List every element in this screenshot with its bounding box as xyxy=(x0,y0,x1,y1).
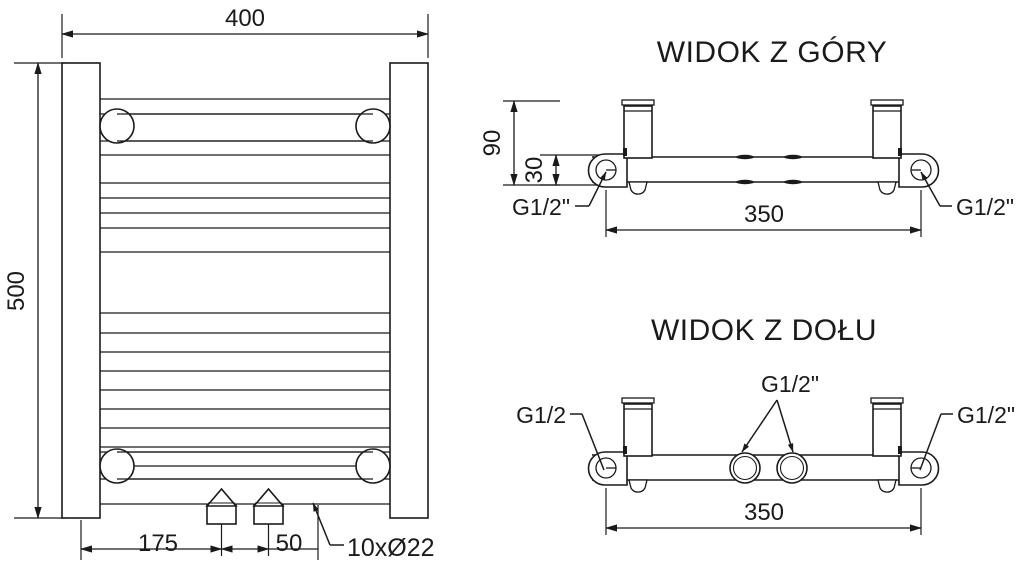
left-side-rail xyxy=(61,62,101,519)
front-spacing-label: 50 xyxy=(276,530,303,557)
bottom-center-leader xyxy=(741,399,794,453)
top-right-port-leader xyxy=(920,171,952,207)
hole-note-label: 10xØ22 xyxy=(347,534,435,562)
bottom-center-ports-label: G1/2" xyxy=(761,371,819,397)
front-width-dimension xyxy=(61,14,429,58)
bottom-left-port-leader xyxy=(570,413,605,471)
lower-collector-nodes xyxy=(99,448,391,484)
bottom-right-riser xyxy=(870,397,904,493)
top-centers-label: 350 xyxy=(744,201,784,228)
mounting-bracket-right xyxy=(252,487,285,556)
top-left-riser xyxy=(621,99,655,195)
top-left-port-leader xyxy=(575,171,607,207)
top-right-endcap xyxy=(898,153,940,188)
top-depth-label: 90 xyxy=(479,130,506,157)
top-view-body xyxy=(592,156,905,183)
top-view xyxy=(503,99,952,237)
top-left-port-label: G1/2" xyxy=(512,194,570,220)
top-inner-depth-dimension xyxy=(540,154,600,186)
bottom-left-port-label: G1/2 xyxy=(516,402,566,428)
right-side-rail xyxy=(389,62,429,519)
top-centers-dimension xyxy=(605,190,922,237)
top-left-endcap xyxy=(587,153,628,188)
bottom-centers-label: 350 xyxy=(744,499,784,526)
bottom-centers-dimension xyxy=(605,488,922,535)
upper-collector-nodes xyxy=(99,108,391,144)
front-view xyxy=(14,14,429,560)
top-rung-marks xyxy=(736,154,802,185)
bottom-right-endcap xyxy=(898,451,940,486)
bottom-left-endcap xyxy=(587,451,628,486)
bottom-view-title: WIDOK Z DOŁU xyxy=(651,314,877,347)
front-height-label: 500 xyxy=(3,271,30,311)
bottom-right-port-leader xyxy=(919,413,953,471)
front-height-dimension xyxy=(14,62,66,519)
hole-note-leader xyxy=(312,502,344,546)
top-inner-depth-label: 30 xyxy=(521,157,548,184)
bottom-right-port-label: G1/2" xyxy=(957,402,1015,428)
front-bottom-dimensions xyxy=(80,505,319,560)
rung-group xyxy=(100,98,390,505)
top-right-riser xyxy=(870,99,904,195)
front-offset-label: 175 xyxy=(138,530,178,557)
bottom-left-riser xyxy=(621,397,655,493)
mounting-bracket-left xyxy=(205,487,238,556)
top-view-title: WIDOK Z GÓRY xyxy=(657,36,887,69)
bottom-view xyxy=(570,397,953,535)
bottom-center-ports xyxy=(729,452,808,484)
top-right-port-label: G1/2" xyxy=(956,194,1014,220)
front-width-label: 400 xyxy=(225,5,265,32)
